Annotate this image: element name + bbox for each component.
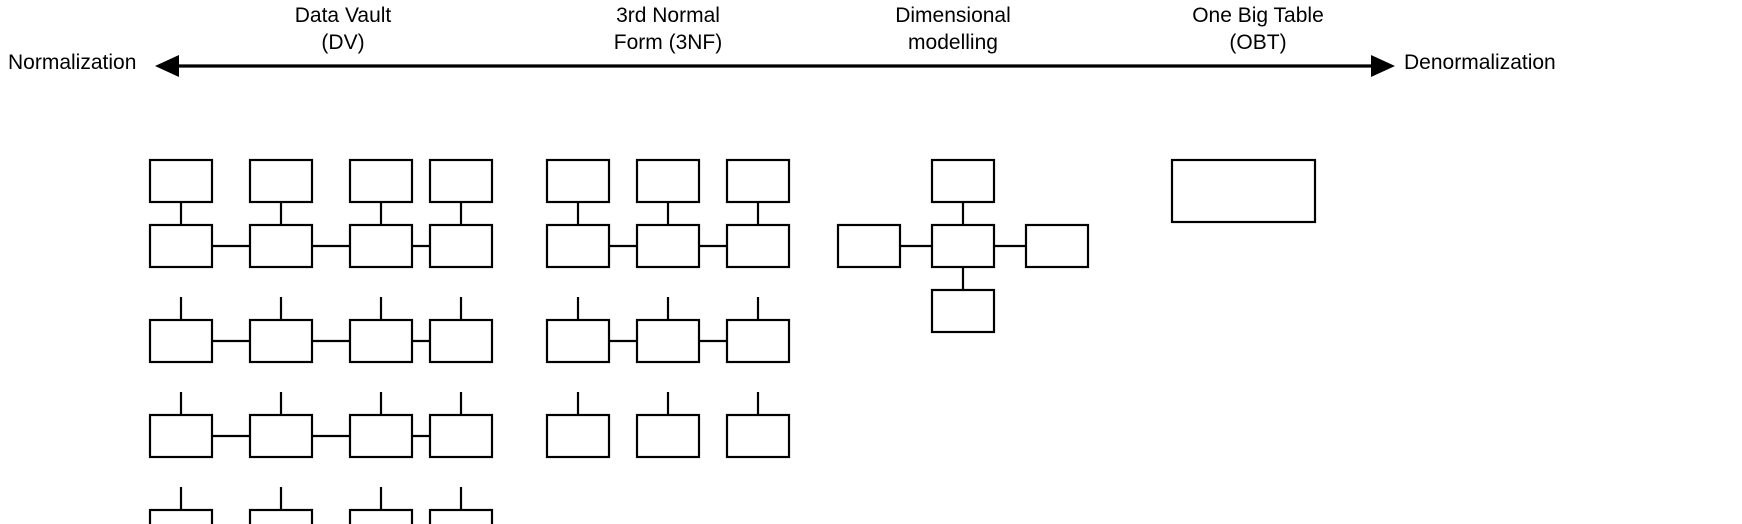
schema-third-normal-form [545, 158, 791, 459]
schema-box [428, 318, 494, 364]
schema-box [545, 318, 611, 364]
schema-box [248, 508, 314, 524]
schema-box [148, 508, 214, 524]
schema-box [428, 413, 494, 459]
schema-box [635, 223, 701, 269]
schema-box [635, 413, 701, 459]
schema-box [725, 223, 791, 269]
schema-box [348, 158, 414, 204]
schema-box-one-big-table [1170, 158, 1317, 224]
schema-box [545, 223, 611, 269]
schema-dimensional-modelling [836, 158, 1090, 334]
schema-box [148, 318, 214, 364]
schema-box [248, 158, 314, 204]
schema-box [248, 223, 314, 269]
schema-box [1024, 223, 1090, 269]
schema-box [635, 158, 701, 204]
schema-box [348, 508, 414, 524]
schema-box [635, 318, 701, 364]
schema-box [348, 223, 414, 269]
schema-box [930, 288, 996, 334]
stage-label-dimensional-modelling: Dimensional modelling [895, 4, 1011, 54]
schema-box [545, 158, 611, 204]
stage-label-data-vault: Data Vault (DV) [294, 4, 392, 54]
schema-box [836, 223, 902, 269]
schema-box [148, 413, 214, 459]
axis-label-denormalization: Denormalization [1404, 51, 1556, 74]
axis-label-normalization: Normalization [8, 51, 137, 74]
schema-box [725, 413, 791, 459]
schema-one-big-table [1170, 158, 1317, 224]
normalization-axis-arrow-icon [155, 55, 1395, 77]
schema-box [930, 223, 996, 269]
schema-box [428, 508, 494, 524]
schema-data-vault [148, 158, 494, 524]
schema-box [248, 413, 314, 459]
schema-box [428, 158, 494, 204]
schema-box [348, 413, 414, 459]
schema-box [725, 318, 791, 364]
schema-box [348, 318, 414, 364]
schema-box [725, 158, 791, 204]
stage-label-third-normal-form: 3rd Normal Form (3NF) [613, 4, 723, 54]
schema-box [428, 223, 494, 269]
stage-label-one-big-table: One Big Table (OBT) [1192, 4, 1324, 54]
schema-box [248, 318, 314, 364]
schema-box [545, 413, 611, 459]
schema-box [148, 158, 214, 204]
schema-box [148, 223, 214, 269]
schema-box [930, 158, 996, 204]
